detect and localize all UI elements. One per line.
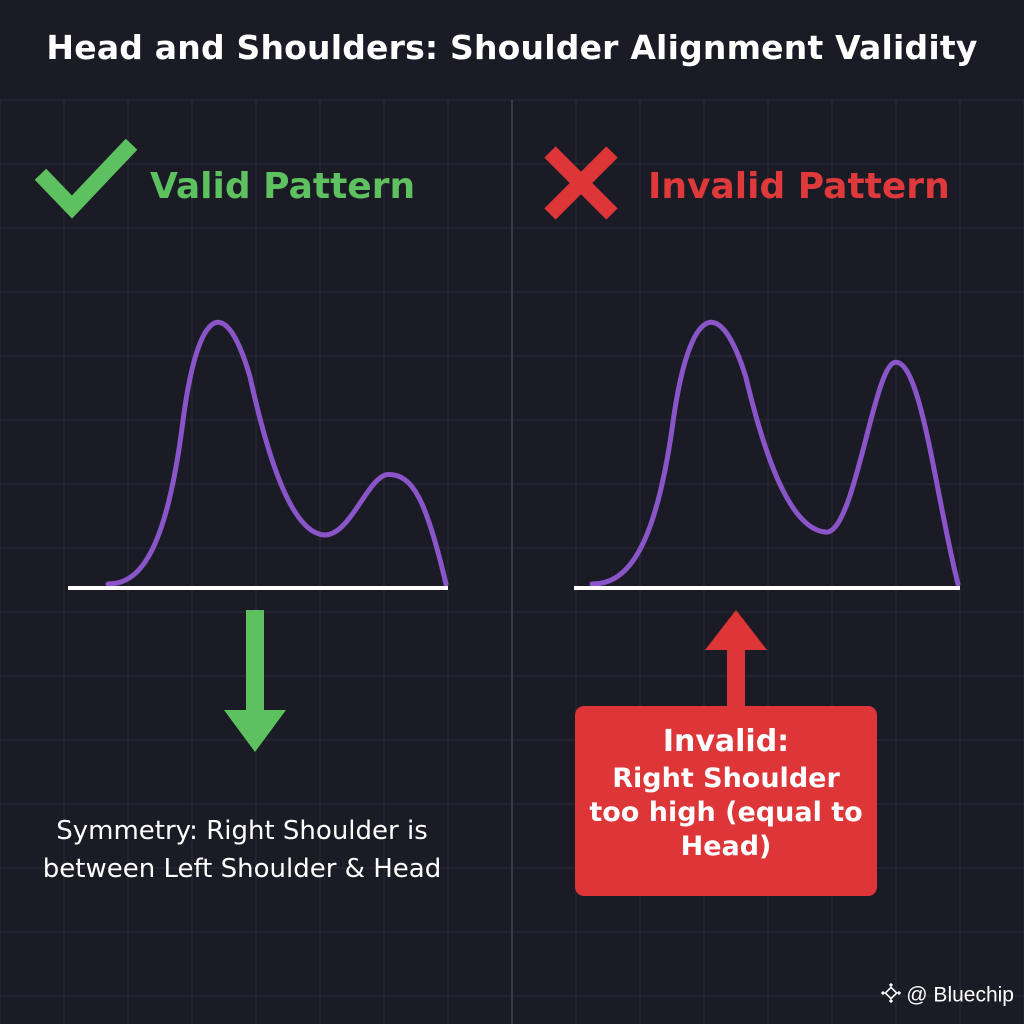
invalid-callout-title: Invalid: xyxy=(662,724,790,759)
watermark-text: @ Bluechip xyxy=(906,983,1014,1007)
x-icon xyxy=(544,146,618,220)
invalid-pattern-heading: Invalid Pattern xyxy=(648,166,950,207)
page-title: Head and Shoulders: Shoulder Alignment V… xyxy=(46,28,978,67)
invalid-pattern-curve xyxy=(589,320,961,587)
valid-pattern-heading: Valid Pattern xyxy=(150,166,416,207)
invalid-callout-body: Right Shoulder too high (equal to Head) xyxy=(589,763,863,862)
arrow-up-icon xyxy=(705,610,767,708)
check-icon xyxy=(34,138,138,219)
valid-caption: Symmetry: Right Shoulder is between Left… xyxy=(42,816,442,884)
valid-pattern-curve xyxy=(105,320,449,587)
watermark: @ Bluechip xyxy=(880,982,1014,1010)
diamond-logo-icon xyxy=(880,982,902,1010)
invalid-callout: Invalid: Right Shoulder too high (equal … xyxy=(575,706,877,896)
arrow-down-icon xyxy=(224,610,286,752)
